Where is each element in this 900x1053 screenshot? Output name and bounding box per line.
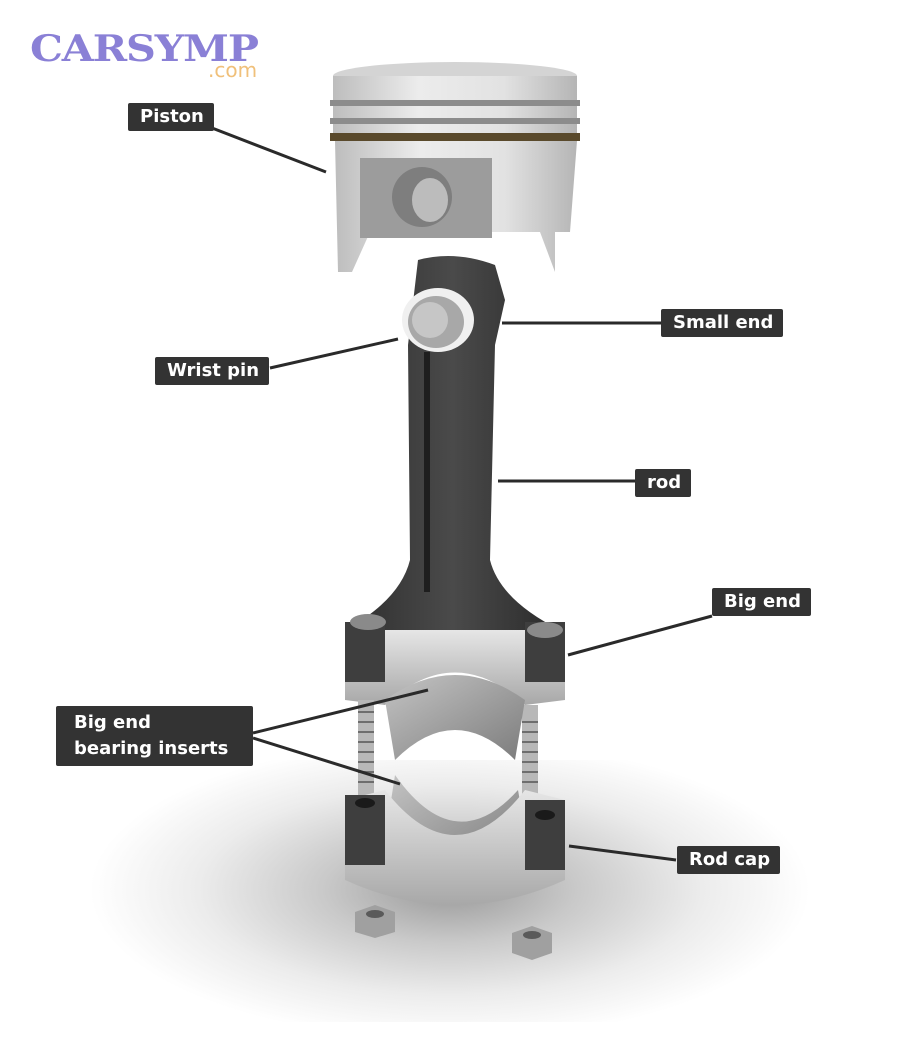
label-rod: rod xyxy=(635,469,692,497)
label-bearing-line1: Big end xyxy=(74,712,151,733)
label-piston: Piston xyxy=(128,103,214,131)
leader-big-end xyxy=(567,614,713,657)
leader-lines xyxy=(211,126,713,862)
logo-suffix: .com xyxy=(208,58,258,82)
big-end-part xyxy=(345,614,565,705)
label-big-end: Big end xyxy=(712,588,811,616)
leader-wrist-pin xyxy=(269,337,399,370)
label-bearing-line2: bearing inserts xyxy=(74,738,229,759)
label-wrist-pin: Wrist pin xyxy=(155,357,270,385)
leader-rod-cap xyxy=(568,844,677,862)
rod-part xyxy=(345,256,560,630)
label-small-end: Small end xyxy=(661,309,784,337)
carsymp-logo: CARSYMP .com xyxy=(30,28,290,88)
piston-part xyxy=(330,62,580,272)
label-big-end-bearing-inserts: Big end bearing inserts xyxy=(56,706,253,766)
leader-piston xyxy=(211,126,327,174)
leader-bearing-lower xyxy=(252,736,401,786)
leader-bearing-upper xyxy=(252,688,429,735)
nuts-part xyxy=(355,905,552,960)
label-rod-cap: Rod cap xyxy=(677,846,781,874)
rod-cap-part xyxy=(345,790,565,905)
wrist-pin-part xyxy=(402,288,474,352)
logo-wordmark: CARSYMP xyxy=(30,28,259,70)
